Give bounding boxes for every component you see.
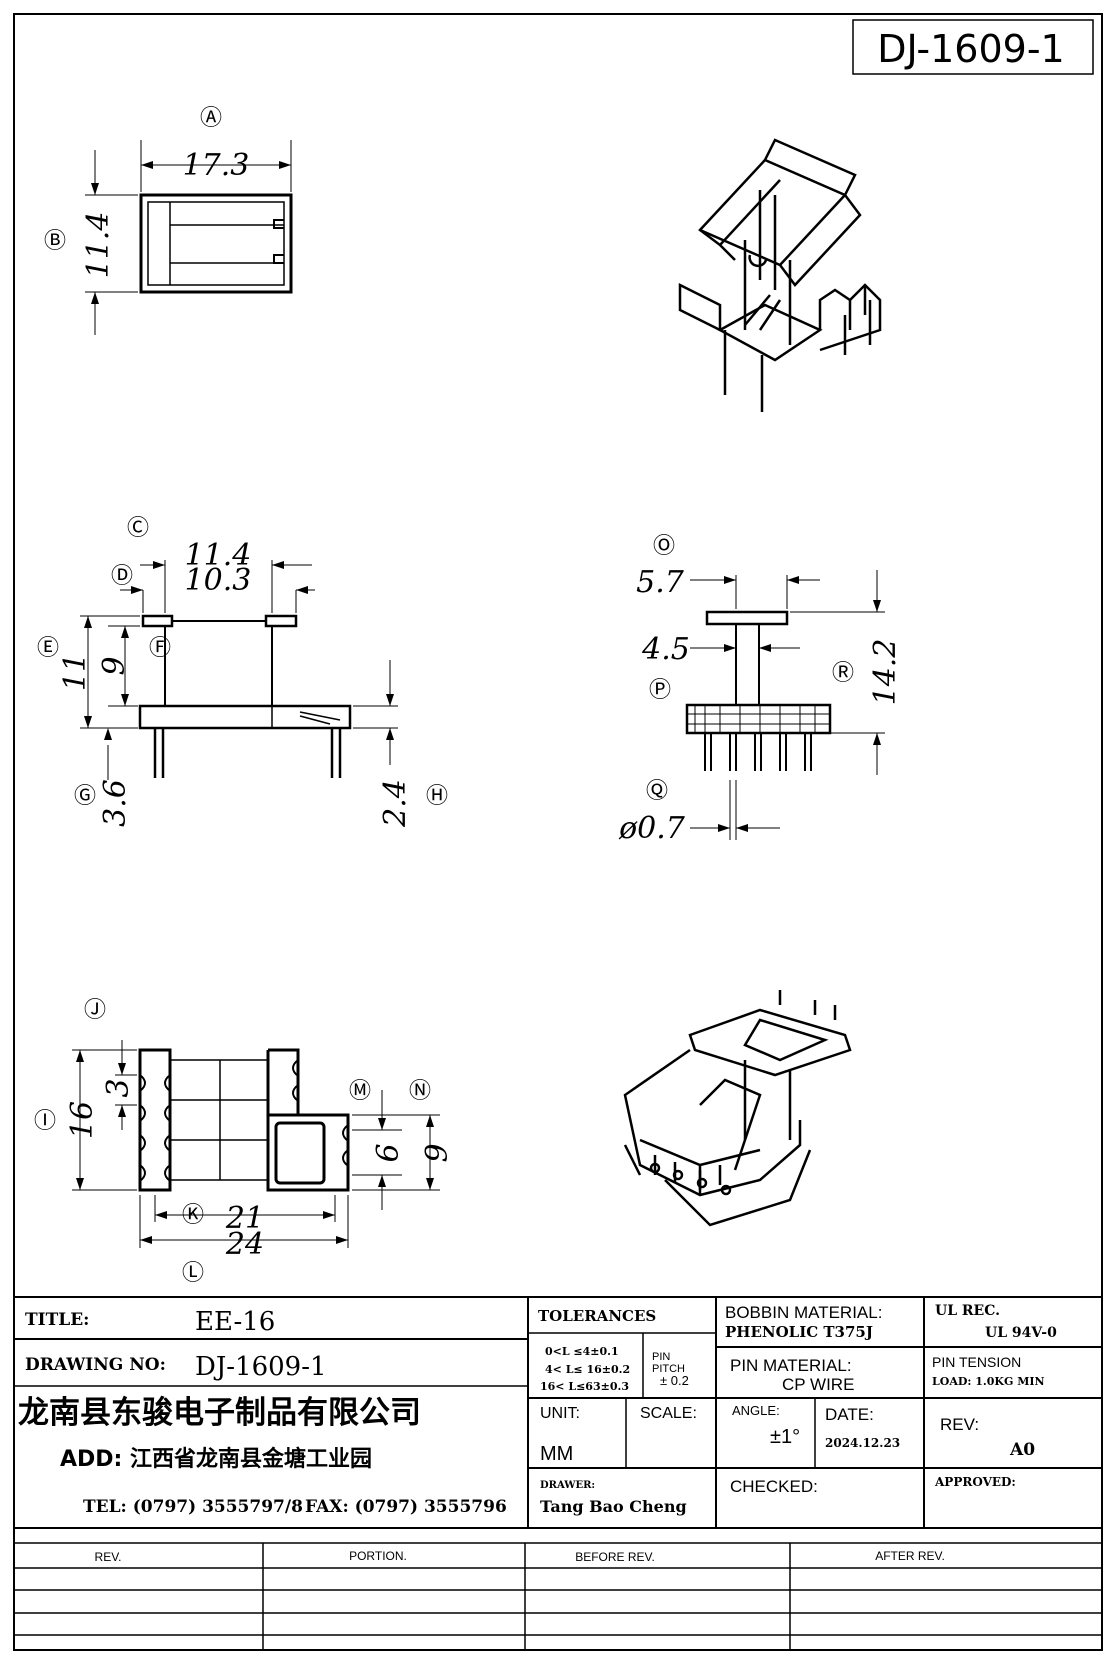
scale-label: SCALE: (640, 1405, 697, 1422)
label-f: Ⓕ (149, 636, 171, 661)
revision-header-rev: REV. (95, 1550, 122, 1564)
sheet-border (13, 13, 1103, 1651)
dim-m: 6 (371, 1143, 406, 1162)
dim-p: 4.5 (641, 632, 690, 667)
angle-value: ±1° (770, 1426, 800, 1448)
pin-pitch-value: ± 0.2 (660, 1373, 689, 1388)
company-fax: FAX: (0797) 3555796 (305, 1497, 507, 1517)
pin-pitch-label-1: PIN (652, 1351, 670, 1363)
top-view (85, 140, 293, 335)
drawer-value: Tang Bao Cheng (540, 1497, 687, 1516)
title-block-lines (14, 1296, 1102, 1650)
label-o: Ⓞ (653, 534, 675, 559)
dim-e: 11 (58, 653, 93, 691)
label-r: Ⓡ (832, 661, 854, 686)
drawer-label: DRAWER: (540, 1480, 595, 1491)
label-b: Ⓑ (44, 229, 66, 254)
revision-header-before: BEFORE REV. (575, 1550, 655, 1564)
ul-rec-label: UL REC. (935, 1303, 1000, 1319)
dim-c: 11.4 (185, 538, 252, 573)
title-label: TITLE: (25, 1310, 89, 1330)
angle-label: ANGLE: (732, 1403, 780, 1418)
dim-k: 21 (225, 1201, 264, 1236)
checked-label: CHECKED: (730, 1477, 818, 1496)
dim-q: ø0.7 (618, 811, 686, 846)
tolerance-line-3: 16< L≤63±0.3 (540, 1380, 629, 1393)
date-value: 2024.12.23 (825, 1436, 900, 1450)
unit-label: UNIT: (540, 1405, 580, 1422)
label-i: Ⓘ (34, 1109, 56, 1134)
ul-rec-value: UL 94V-0 (985, 1325, 1057, 1341)
tolerance-line-2: 4< L≤ 16±0.2 (545, 1363, 630, 1376)
tolerances-label: TOLERANCES (538, 1307, 656, 1325)
date-label: DATE: (825, 1405, 874, 1424)
pin-tension-value: LOAD: 1.0KG MIN (932, 1375, 1045, 1388)
rev-value: A0 (1009, 1440, 1035, 1460)
side-view (685, 570, 885, 840)
bottom-view (72, 1040, 440, 1248)
unit-value: MM (540, 1443, 573, 1465)
drawing-number-box-text: DJ-1609-1 (877, 27, 1064, 71)
dim-j: 3 (101, 1078, 136, 1097)
company-address: ADD: 江西省龙南县金塘工业园 (60, 1446, 372, 1472)
dim-i: 16 (65, 1101, 100, 1139)
drawing-no-value: DJ-1609-1 (195, 1352, 327, 1382)
title-value: EE-16 (195, 1307, 275, 1337)
dim-l: 24 (225, 1227, 264, 1262)
isometric-view-top (678, 138, 882, 412)
label-h: Ⓗ (426, 784, 448, 809)
revision-header-portion: PORTION. (349, 1549, 407, 1563)
bobbin-material-label: BOBBIN MATERIAL: (725, 1303, 882, 1322)
front-view (80, 560, 398, 780)
label-d: Ⓓ (111, 564, 133, 589)
label-a: Ⓐ (200, 106, 222, 131)
pin-pitch-label-2: PITCH (652, 1363, 685, 1375)
tolerance-line-1: 0<L ≤4±0.1 (545, 1345, 619, 1358)
company-tel: TEL: (0797) 3555797/8 (83, 1497, 303, 1517)
dim-g: 3.6 (98, 779, 133, 827)
dim-a: 17.3 (183, 148, 250, 183)
label-e: Ⓔ (37, 636, 59, 661)
approved-label: APPROVED: (934, 1475, 1016, 1489)
pin-material-value: CP WIRE (782, 1375, 854, 1394)
company-name: 龙南县东骏电子制品有限公司 (18, 1395, 421, 1431)
dim-r: 14.2 (868, 639, 903, 706)
drawing-number-box (852, 19, 1094, 75)
label-m: Ⓜ (349, 1079, 371, 1104)
dim-o: 5.7 (636, 565, 685, 600)
dim-n: 9 (420, 1143, 455, 1162)
label-l: Ⓛ (182, 1261, 204, 1286)
label-k: Ⓚ (182, 1203, 204, 1228)
dim-b: 11.4 (81, 212, 116, 279)
label-p: Ⓟ (649, 678, 671, 703)
label-j: Ⓙ (84, 998, 106, 1023)
label-n: Ⓝ (409, 1079, 431, 1104)
dim-f: 9 (97, 656, 132, 675)
dim-h: 2.4 (378, 779, 413, 828)
label-c: Ⓒ (127, 516, 149, 541)
bobbin-material-value: PHENOLIC T375J (725, 1323, 873, 1341)
revision-header-after: AFTER REV. (875, 1549, 945, 1563)
label-g: Ⓖ (74, 784, 96, 809)
dim-d: 10.3 (185, 563, 252, 598)
label-q: Ⓠ (646, 779, 668, 804)
pin-material-label: PIN MATERIAL: (730, 1356, 852, 1375)
drawing-no-label: DRAWING NO: (25, 1355, 166, 1375)
pin-tension-label: PIN TENSION (932, 1354, 1021, 1370)
isometric-view-bottom (623, 990, 852, 1227)
rev-label: REV: (940, 1415, 979, 1434)
